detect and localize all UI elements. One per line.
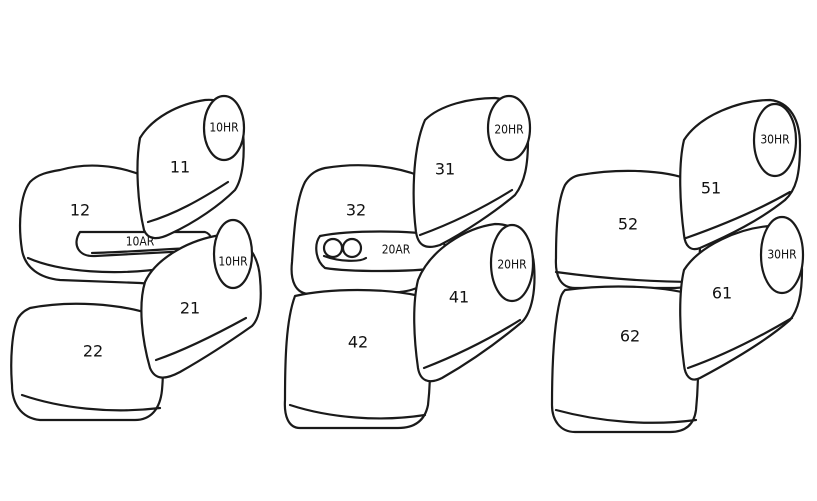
label-20ar: 20AR (382, 243, 411, 257)
part-22[interactable] (10, 302, 165, 422)
seat-group-1 (10, 94, 262, 422)
part-10hr-lower[interactable] (212, 218, 254, 290)
part-30hr-upper[interactable] (752, 102, 798, 178)
cupholder-left (322, 237, 344, 259)
part-20hr-lower[interactable] (489, 223, 535, 303)
label-12: 12 (70, 201, 90, 220)
part-30hr-lower[interactable] (759, 215, 805, 295)
label-31: 31 (435, 160, 455, 179)
label-20hr-upper: 20HR (494, 123, 524, 137)
seat-group-3 (550, 98, 805, 434)
seat-group-2 (283, 94, 536, 430)
cupholder-right (341, 237, 363, 259)
label-52: 52 (618, 215, 638, 234)
label-51: 51 (701, 179, 721, 198)
label-30hr-upper: 30HR (760, 133, 790, 147)
label-32: 32 (346, 201, 366, 220)
label-61: 61 (712, 284, 732, 303)
part-20hr-upper[interactable] (486, 94, 532, 162)
label-10ar: 10AR (126, 235, 155, 249)
label-10hr-upper: 10HR (209, 121, 239, 135)
label-21: 21 (180, 299, 200, 318)
label-30hr-lower: 30HR (767, 248, 797, 262)
label-11: 11 (170, 158, 190, 177)
part-10hr-upper[interactable] (202, 94, 246, 162)
label-22: 22 (83, 342, 103, 361)
label-41: 41 (449, 288, 469, 307)
label-10hr-lower: 10HR (218, 255, 248, 269)
part-32[interactable] (290, 164, 435, 296)
part-62[interactable] (550, 285, 700, 434)
label-20hr-lower: 20HR (497, 258, 527, 272)
part-42[interactable] (283, 288, 431, 430)
label-62: 62 (620, 327, 640, 346)
label-42: 42 (348, 333, 368, 352)
